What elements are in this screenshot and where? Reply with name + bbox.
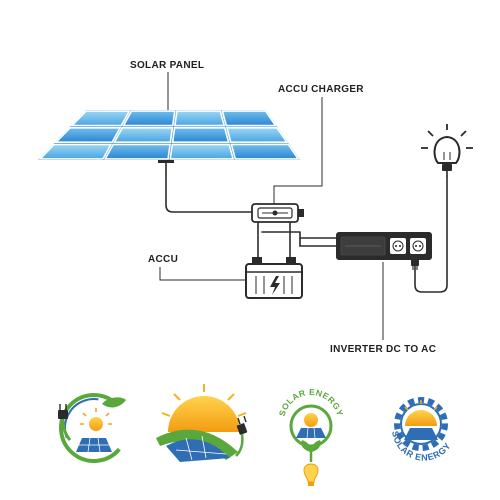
logo-sun-panel [156,384,248,462]
solar-cell [122,110,176,127]
label-accu-charger: ACCU CHARGER [278,84,364,95]
battery-icon [245,257,303,299]
plug-icon [235,415,248,457]
sun-icon [304,413,318,427]
leader-accu [159,267,246,281]
inverter [336,232,432,270]
solar-cell [174,110,226,127]
leader-accu-charger [273,97,323,204]
solar-cell [38,143,113,160]
solar-cell [169,143,235,160]
solar-cell [171,126,230,144]
label-accu: ACCU [148,254,178,265]
logo-solar-energy-bulb: SOLAR ENERGY [277,387,345,486]
lightbulb-icon [303,463,319,486]
plug-icon [58,404,72,441]
solar-cell [225,126,289,144]
solar-cell [221,110,277,127]
label-solar-panel: SOLAR PANEL [130,60,204,71]
solar-cell [70,110,131,127]
socket-icon [390,238,406,254]
solar-cell [54,126,122,144]
sun-icon [161,384,247,432]
plug-icon [411,256,419,270]
lightbulb-icon [421,124,473,177]
solar-panel [38,110,300,170]
accu-charger [251,203,304,223]
solar-cell [113,126,174,144]
leaf-icon [102,397,126,408]
solar-cell [103,143,171,160]
wiring [165,169,448,293]
socket-icon [410,238,426,254]
logo-eco-plug [58,393,129,463]
sun-icon [80,408,112,431]
logo-solar-energy-gear: SOLAR ENERGY [390,397,452,463]
label-inverter: INVERTER DC TO AC [330,344,436,355]
sun-icon [404,400,438,426]
solar-panel-cells [38,110,300,160]
solar-cell [230,143,300,160]
